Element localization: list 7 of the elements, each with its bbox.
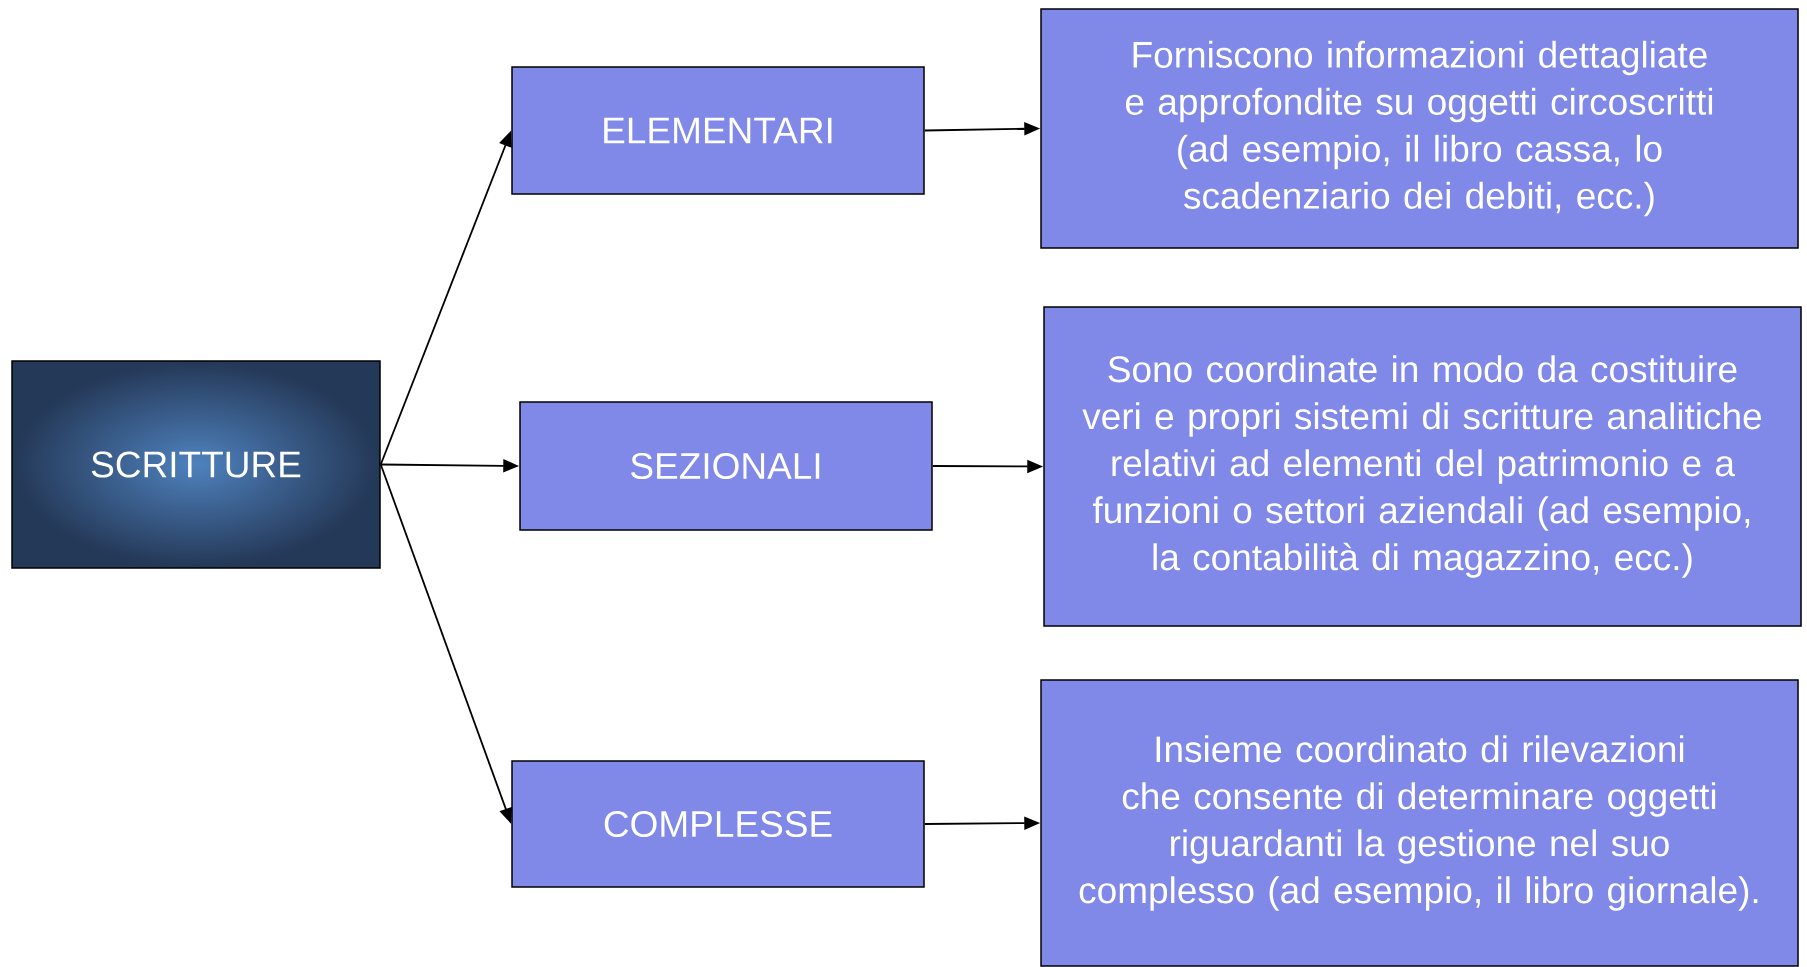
category-box: ELEMENTARI: [511, 66, 925, 195]
root-box: SCRITTURE: [11, 360, 381, 569]
category-box: COMPLESSE: [511, 760, 925, 888]
category-box: SEZIONALI: [519, 401, 933, 531]
description-box: Insieme coordinato di rilevazioni che consente di determinare oggetti riguardanti la gestione nel suo complesso (ad esempio, il libro giornale).: [1040, 679, 1799, 967]
description-box: Forniscono informazioni dettagliate e approfondite su oggetti circoscritti (ad esempio, il libro cassa, lo scadenziario dei debiti, ecc.): [1040, 8, 1799, 249]
description-box: Sono coordinate in modo da costituire veri e propri sistemi di scritture analitiche relativi ad elementi del patrimonio e a funzioni o settori aziendali (ad esempio, la contabilità di magazzino, ecc.): [1043, 306, 1802, 627]
